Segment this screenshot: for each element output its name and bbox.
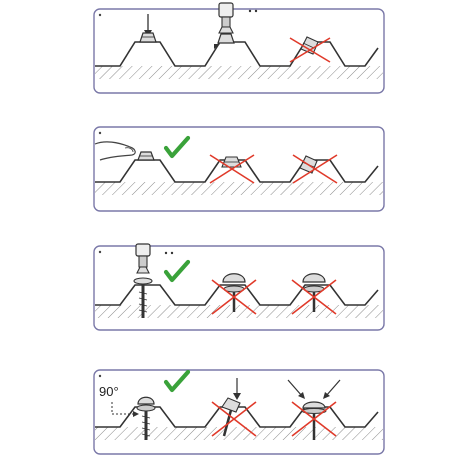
panel-3 <box>93 243 385 331</box>
panel-frame <box>93 245 385 331</box>
screw-cap-icon <box>137 151 155 161</box>
finger-icon <box>94 141 136 161</box>
crossed-screw-icon <box>289 36 331 63</box>
substrate-hatch <box>95 182 383 195</box>
panel-1 <box>93 2 385 94</box>
crossed-screw-icon <box>209 154 255 184</box>
right-angle-marker <box>111 402 139 417</box>
substrate-hatch <box>95 427 383 440</box>
substrate-hatch <box>95 305 383 318</box>
crossed-screw-icon <box>292 154 338 184</box>
screw-cap-icon <box>139 32 157 43</box>
panel-marker <box>98 374 102 378</box>
panel-marker <box>98 131 102 135</box>
check-icon <box>163 369 191 393</box>
screw-icon <box>136 396 156 440</box>
panel-frame <box>93 369 385 455</box>
crossed-angled-screw-icon <box>211 378 257 437</box>
drill-screw-icon <box>214 2 258 49</box>
substrate-hatch <box>95 66 383 79</box>
panel-frame <box>93 8 385 94</box>
crossed-compressed-screw-icon <box>287 379 341 440</box>
crossed-washer-screw-icon <box>211 273 257 315</box>
panel-4 <box>93 369 385 455</box>
drill-screw-icon <box>133 243 174 318</box>
panel-marker <box>98 13 102 17</box>
panel-2 <box>93 126 385 212</box>
panel-marker <box>98 250 102 254</box>
check-icon <box>163 135 191 159</box>
panel-frame <box>93 126 385 212</box>
check-icon <box>163 259 191 283</box>
roof-profile <box>95 41 379 67</box>
crossed-washer-screw-icon <box>291 273 337 315</box>
angle-label: 90° <box>99 384 119 399</box>
